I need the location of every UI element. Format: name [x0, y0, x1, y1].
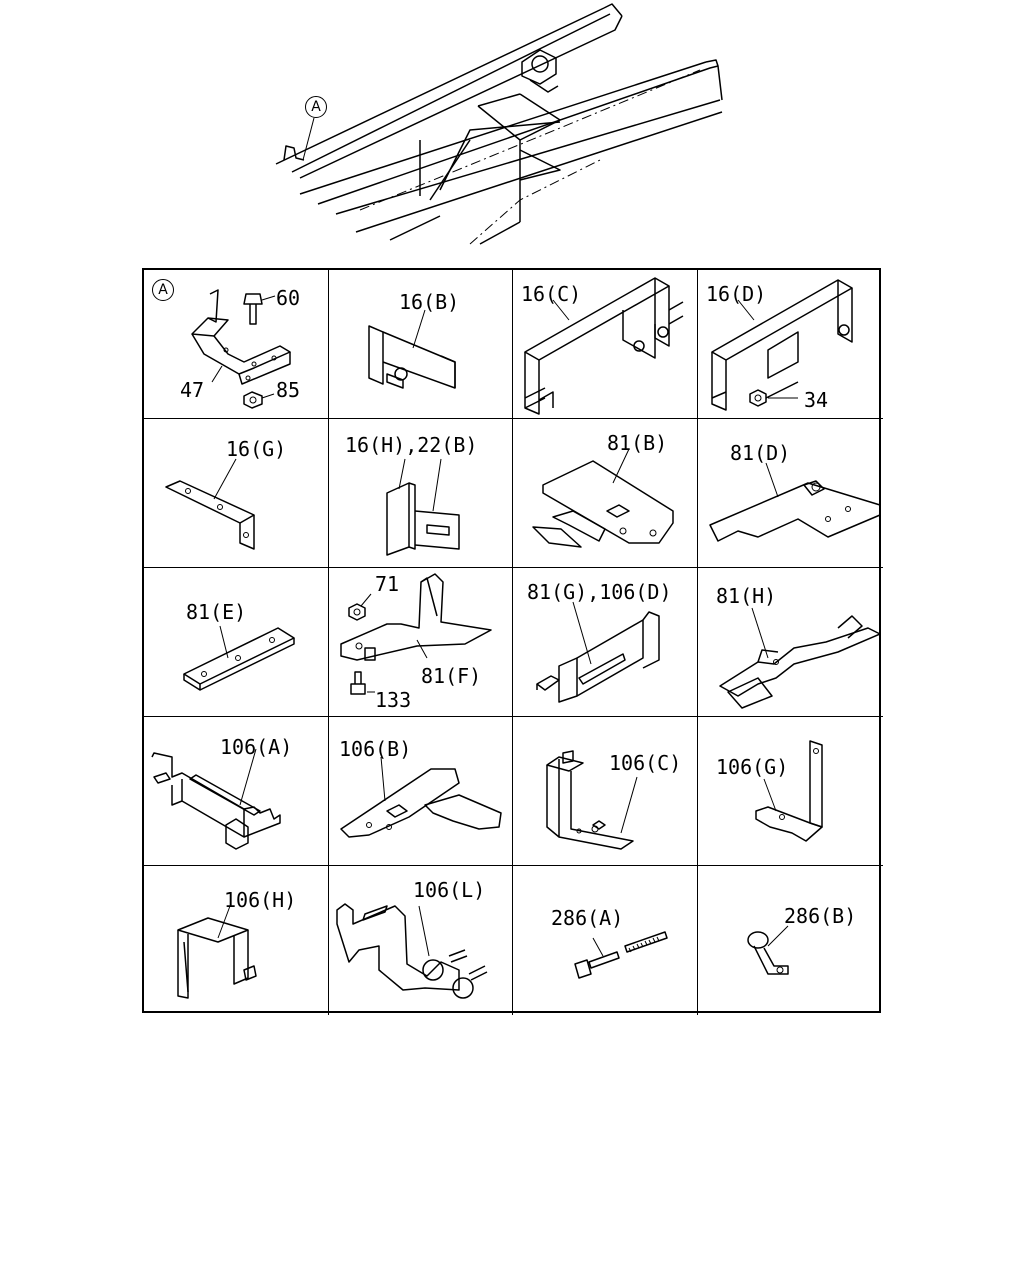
- part-label-85: 85: [276, 378, 301, 402]
- chassis-frame-overview: [275, 3, 723, 245]
- bracket-16h-22b-drawing: [386, 458, 460, 556]
- cell-106l: 106(L): [329, 866, 513, 1015]
- part-label-106a: 106(A): [220, 735, 293, 759]
- bracket-81e-drawing: [183, 625, 295, 691]
- bracket-16b-drawing: [368, 309, 456, 389]
- cell-106a: 106(A): [144, 717, 329, 866]
- cell-81b: 81(B): [513, 419, 698, 568]
- part-label-286a: 286(A): [551, 906, 624, 930]
- bracket-81f-drawing: [340, 573, 492, 695]
- bracket-81b-drawing: [532, 448, 674, 548]
- part-label-286b: 286(B): [784, 904, 857, 928]
- bracket-106c-drawing: [546, 750, 638, 850]
- cell-81d: 81(D): [698, 419, 883, 568]
- parts-grid: A 60 47 85: [142, 268, 883, 1015]
- bracket-16g-drawing: [165, 458, 255, 550]
- cell-286b: 286(B): [698, 866, 883, 1015]
- part-label-16h-22b: 16(H),22(B): [345, 433, 478, 457]
- bracket-16c-drawing: [524, 277, 684, 415]
- part-label-81d: 81(D): [730, 441, 791, 465]
- cell-detail-a: A 60 47 85: [144, 270, 329, 419]
- frame-rails: [275, 3, 723, 245]
- bracket-81g-106d-drawing: [536, 601, 660, 703]
- bracket-106b-drawing: [340, 756, 502, 838]
- bracket-106a-drawing: [151, 748, 281, 850]
- detail-a-marker: A: [152, 279, 174, 301]
- part-label-16c: 16(C): [521, 282, 582, 306]
- part-label-16g: 16(G): [226, 437, 287, 461]
- cell-106g: 106(G): [698, 717, 883, 866]
- part-label-71: 71: [375, 572, 400, 596]
- part-label-34: 34: [804, 388, 829, 412]
- bracket-81h-drawing: [719, 607, 881, 709]
- bracket-106h-drawing: [177, 905, 257, 999]
- part-label-106c: 106(C): [609, 751, 682, 775]
- bracket-81d-drawing: [709, 462, 881, 542]
- cell-16b: 16(B): [329, 270, 513, 419]
- bracket-106g-drawing: [755, 740, 823, 842]
- clip-286b-drawing: [747, 925, 789, 975]
- part-label-81e: 81(E): [186, 600, 247, 624]
- part-label-106l: 106(L): [413, 878, 486, 902]
- part-label-106g: 106(G): [716, 755, 789, 779]
- cell-106c: 106(C): [513, 717, 698, 866]
- part-label-81h: 81(H): [716, 584, 777, 608]
- cell-106h: 106(H): [144, 866, 329, 1015]
- part-label-81g-106d: 81(G),106(D): [527, 580, 672, 604]
- cell-81f: 71 81(F) 133: [329, 568, 513, 717]
- bracket-106l-drawing: [336, 903, 488, 999]
- cell-16c: 16(C): [513, 270, 698, 419]
- part-label-81f: 81(F): [421, 664, 482, 688]
- cell-106b: 106(B): [329, 717, 513, 866]
- part-label-47: 47: [180, 378, 205, 402]
- cell-81h: 81(H): [698, 568, 883, 717]
- cable-tie-286a-drawing: [574, 931, 668, 979]
- bracket-47-drawing: [191, 289, 291, 409]
- cell-81g-106d: 81(G),106(D): [513, 568, 698, 717]
- part-label-106b: 106(B): [339, 737, 412, 761]
- part-label-81b: 81(B): [607, 431, 668, 455]
- cell-81e: 81(E): [144, 568, 329, 717]
- detail-a-marker-overview: A: [305, 96, 327, 118]
- bracket-16d-drawing: [711, 279, 853, 411]
- part-label-106h: 106(H): [224, 888, 297, 912]
- cell-16g: 16(G): [144, 419, 329, 568]
- part-label-60: 60: [276, 286, 301, 310]
- part-label-133: 133: [375, 688, 412, 712]
- part-label-16b: 16(B): [399, 290, 460, 314]
- cell-16d: 16(D) 34: [698, 270, 883, 419]
- cell-286a: 286(A): [513, 866, 698, 1015]
- cell-16h-22b: 16(H),22(B): [329, 419, 513, 568]
- part-label-16d: 16(D): [706, 282, 767, 306]
